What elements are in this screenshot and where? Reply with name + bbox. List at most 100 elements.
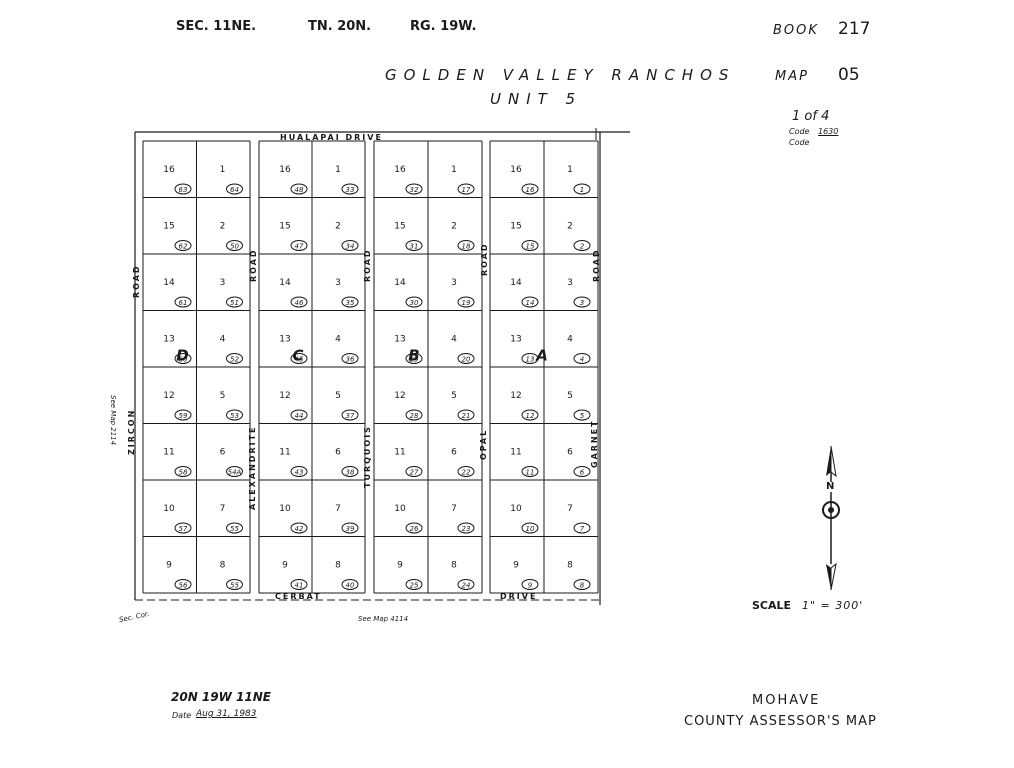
lot-number: 11: [394, 448, 405, 458]
parcel-oval: [226, 579, 243, 590]
parcel-oval: [573, 353, 591, 364]
code1-value: 1630: [818, 127, 839, 136]
lot-number: 14: [510, 278, 522, 288]
parcel-number: 60: [179, 356, 188, 364]
parcel-number: 50: [230, 243, 239, 251]
parcel-oval: [174, 522, 192, 534]
parcel-number: 42: [295, 525, 304, 533]
parcel-number: 1: [580, 186, 584, 194]
parcel-oval: [226, 409, 243, 421]
parcel-oval: [573, 240, 591, 251]
lot-number: 11: [510, 448, 521, 458]
lot-number: 4: [220, 335, 226, 345]
parcel-oval: [457, 353, 475, 364]
parcel-number: 44: [295, 412, 304, 420]
parcel-number: 46: [295, 299, 304, 307]
parcel-oval: [174, 466, 192, 477]
footer-ref: 20N 19W 11NE: [171, 690, 271, 704]
parcel-oval: [341, 240, 359, 251]
sheet-number: 1 of 4: [792, 109, 830, 124]
parcel-oval: [405, 240, 423, 251]
parcel-oval: [290, 409, 308, 421]
street-road-5: ROAD: [592, 248, 601, 282]
lot-number: 9: [513, 561, 519, 571]
lot-number: 1: [567, 165, 573, 175]
parcel-number: 34: [346, 243, 355, 251]
parcel-number: 27: [410, 469, 419, 477]
parcel-number: 55: [230, 582, 239, 590]
lot-number: 11: [279, 448, 290, 458]
lot-number: 13: [510, 335, 521, 345]
parcel-number: 4: [580, 356, 584, 364]
parcel-oval: [290, 353, 308, 364]
street-road-1: ROAD: [132, 264, 141, 298]
parcel-number: 40: [346, 582, 355, 590]
parcel-oval: [521, 409, 539, 421]
lot-number: 5: [220, 391, 226, 401]
parcel-oval: [341, 466, 359, 477]
parcel-oval: [226, 296, 243, 308]
north-arrow-icon: [822, 446, 840, 590]
parcel-oval: [521, 466, 539, 477]
parcel-oval: [521, 353, 539, 364]
street-road-4: ROAD: [480, 242, 489, 276]
parcel-number: 33: [346, 186, 355, 194]
street-opal: OPAL: [479, 428, 488, 460]
lot-number: 2: [220, 222, 226, 232]
lot-number: 3: [335, 278, 341, 288]
parcel-oval: [290, 183, 308, 195]
parcel-oval: [457, 579, 475, 590]
parcel-number: 7: [580, 525, 585, 533]
parcel-oval: [521, 183, 539, 195]
lot-number: 5: [567, 391, 573, 401]
parcel-number: 36: [346, 356, 355, 364]
parcel-oval: [521, 240, 539, 251]
lot-number: 16: [163, 165, 175, 175]
lot-number: 12: [510, 391, 521, 401]
street-garnet: GARNET: [590, 419, 599, 468]
lot-number: 15: [279, 222, 290, 232]
lot-number: 9: [282, 561, 288, 571]
parcel-number: 16: [526, 186, 535, 194]
lot-number: 10: [394, 504, 406, 514]
lot-number: 5: [451, 391, 457, 401]
parcel-oval: [521, 522, 539, 534]
parcel-oval: [573, 579, 591, 590]
book-number: 217: [838, 19, 871, 39]
street-bottom-right: DRIVE: [500, 592, 538, 601]
parcel-number: 38: [346, 469, 355, 477]
lot-number: 15: [394, 222, 405, 232]
parcel-number: 28: [410, 412, 419, 420]
lot-number: 10: [163, 504, 175, 514]
lot-number: 12: [394, 391, 405, 401]
street-road-3: ROAD: [363, 248, 372, 282]
parcel-number: 12: [526, 412, 535, 420]
parcel-oval: [226, 353, 243, 364]
block-letter: B: [408, 347, 419, 365]
parcel-oval: [573, 409, 591, 421]
parcel-number: 35: [346, 299, 355, 307]
lot-number: 8: [335, 561, 341, 571]
section-label: SEC. 11NE.: [176, 19, 257, 34]
parcel-number: 52: [230, 356, 239, 364]
parcel-number: 57: [179, 525, 188, 533]
parcel-number: 3: [580, 299, 584, 307]
scale-label: SCALE: [752, 599, 792, 612]
lot-number: 1: [335, 165, 341, 175]
lot-number: 3: [451, 278, 457, 288]
parcel-oval: [521, 579, 539, 590]
parcel-oval: [341, 522, 359, 534]
parcel-number: 5: [580, 412, 585, 420]
street-top: HUALAPAI DRIVE: [280, 133, 383, 142]
map-subtitle: UNIT 5: [490, 90, 583, 108]
parcel-number: 31: [410, 243, 419, 251]
lot-number: 13: [394, 335, 405, 345]
lot-number: 15: [163, 222, 174, 232]
block-letter: A: [535, 347, 548, 365]
lot-number: 2: [567, 222, 573, 232]
block-letter: C: [292, 347, 303, 365]
date-value: Aug 31, 1983: [196, 709, 257, 719]
lot-number: 7: [220, 504, 226, 514]
parcel-number: 54A: [228, 469, 242, 477]
